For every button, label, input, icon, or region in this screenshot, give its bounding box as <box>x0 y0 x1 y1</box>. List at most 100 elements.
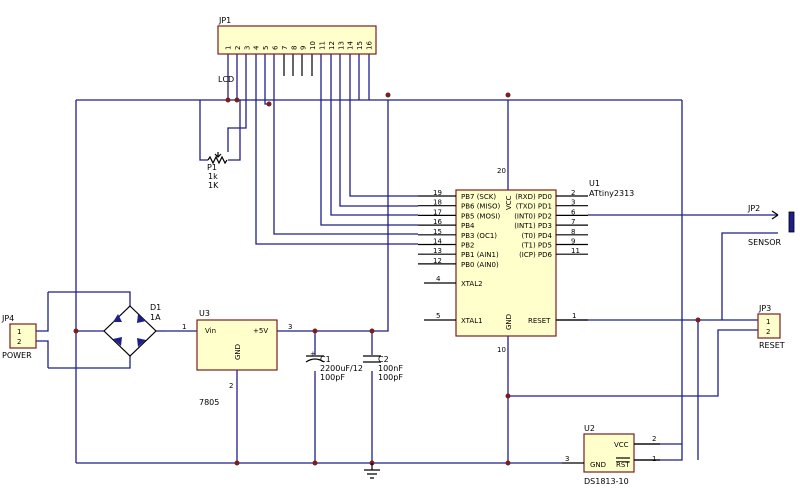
jp2-sensor: JP2 SENSOR <box>747 204 795 247</box>
jp4-pin1: 1 <box>17 328 21 336</box>
u1-right-pin-label: (INT1) PD3 <box>514 222 552 230</box>
c1-capacitor: + C1 2200uF/12 100pF <box>305 350 363 382</box>
u2-gnd: GND <box>590 461 606 469</box>
wire-lcd-d4 <box>320 54 418 226</box>
wire-lcd-rw <box>264 54 269 105</box>
jp1-pin-number: 3 <box>243 46 251 50</box>
junction <box>234 97 240 103</box>
jp1-pin-number: 9 <box>300 46 308 50</box>
u1-left-pin-label: PB6 (MISO) <box>461 203 500 211</box>
u1-right-pin-label: (T1) PD5 <box>522 242 552 250</box>
u3-gnd: GND <box>234 344 242 360</box>
u2-ref: U2 <box>584 424 595 433</box>
u1-left-pin-label: PB7 (SCK) <box>461 193 496 201</box>
junction <box>385 92 391 98</box>
u1-gnd-num: 10 <box>497 346 506 354</box>
wire-lcd-d6 <box>339 54 418 207</box>
u1-left-pin-number: 14 <box>433 238 442 246</box>
ground-bars <box>364 469 380 479</box>
u1-left-pin-number: 12 <box>433 257 442 265</box>
u1-right-pin-label: (TXD) PD1 <box>516 203 552 211</box>
jp1-pin-number: 14 <box>347 41 355 50</box>
u1-right-pin-number: 7 <box>571 218 575 226</box>
junction <box>234 460 240 466</box>
jp1-pin-number: 12 <box>328 41 336 50</box>
p1-wiper <box>214 152 222 158</box>
p1-value2: 1K <box>208 181 219 190</box>
jp1-ref: JP1 <box>218 16 231 25</box>
jp4-body <box>9 323 37 349</box>
ground-symbol <box>364 463 380 479</box>
wire-pot <box>199 100 241 161</box>
d1-bridge-rectifier: D1 1A <box>103 303 161 357</box>
u1-right-pin-number: 11 <box>571 247 580 255</box>
jp1-pin-number: 15 <box>356 41 364 50</box>
p1-ref: P1 <box>207 163 217 172</box>
jp4-ref: JP4 <box>1 314 14 323</box>
wire-bridge-top <box>48 291 131 306</box>
u1-left-pin-number: 17 <box>433 208 442 216</box>
u1-right-pin-number: 3 <box>571 199 575 207</box>
u1-right-pin-number: 2 <box>571 189 575 197</box>
u3-vout: +5V <box>253 327 268 335</box>
u2-pin-vcc: 2 <box>652 435 656 443</box>
u1-left-pin-number: 19 <box>433 189 442 197</box>
u1-body <box>455 189 557 337</box>
u2-rst: RST <box>616 461 630 469</box>
jp1-pin-number: 7 <box>281 46 289 50</box>
jp1-pin-number: 16 <box>366 41 374 50</box>
jp4-power-header: JP4 1 2 POWER <box>1 314 37 360</box>
u3-pin-in: 1 <box>182 323 186 331</box>
u1-reset-label: RESET <box>528 317 551 325</box>
wire-bridge-bot <box>48 356 131 369</box>
c1-value: 2200uF/12 <box>320 364 363 373</box>
c1-value2: 100pF <box>320 373 345 382</box>
jp1-pin-number: 4 <box>253 45 261 50</box>
u1-ref: U1 <box>589 179 600 188</box>
u3-pin-out: 3 <box>288 323 292 331</box>
p1-zigzag <box>207 155 228 165</box>
c1-plate-bot <box>305 358 325 363</box>
u1-left-pin-number: 18 <box>433 199 442 207</box>
u1-right-pin-label: (RXD) PD0 <box>515 193 552 201</box>
jp3-pin1: 1 <box>766 318 770 326</box>
jp3-ref: JP3 <box>758 304 771 313</box>
junction <box>505 393 511 399</box>
u1-left-pin-label: PB1 (AIN1) <box>461 251 499 259</box>
junction <box>73 328 79 334</box>
u1-right-pin-label: (INT0) PD2 <box>514 212 552 220</box>
wires <box>36 54 778 464</box>
u1-xtal1-num: 5 <box>436 312 440 320</box>
u2-vcc: VCC <box>614 441 629 449</box>
u1-xtal2-label: XTAL2 <box>461 280 483 288</box>
jp1-pin-number: 11 <box>319 41 327 50</box>
c2-ref: C2 <box>378 355 389 364</box>
jp1-pin-number: 13 <box>337 41 345 50</box>
u1-left-pin-label: PB3 (OC1) <box>461 232 497 240</box>
u3-body <box>196 319 278 371</box>
junction <box>505 460 511 466</box>
jp1-pin-number: 6 <box>272 45 280 50</box>
jp3-pin2: 2 <box>766 328 770 336</box>
d1-diode-2 <box>137 314 146 323</box>
u2-pin-gnd: 3 <box>565 455 569 463</box>
p1-value: 1k <box>208 172 218 181</box>
u1-reset-num: 1 <box>572 312 576 320</box>
u1-left-pin-label: PB4 <box>461 222 475 230</box>
jp1-pin-number: 8 <box>290 46 298 50</box>
u1-right-pin-number: 8 <box>571 228 575 236</box>
u3-regulator: U3 Vin +5V GND 1 3 2 7805 <box>182 309 292 407</box>
wire-lcd-rs <box>255 54 418 245</box>
d1-outline <box>103 305 157 357</box>
junction <box>505 92 511 98</box>
junction <box>312 460 318 466</box>
junction <box>225 97 231 103</box>
jp4-name: POWER <box>2 351 32 360</box>
jp1-net-label: LCD <box>218 75 234 84</box>
u1-vcc-num: 20 <box>497 167 506 175</box>
junction <box>312 328 318 334</box>
